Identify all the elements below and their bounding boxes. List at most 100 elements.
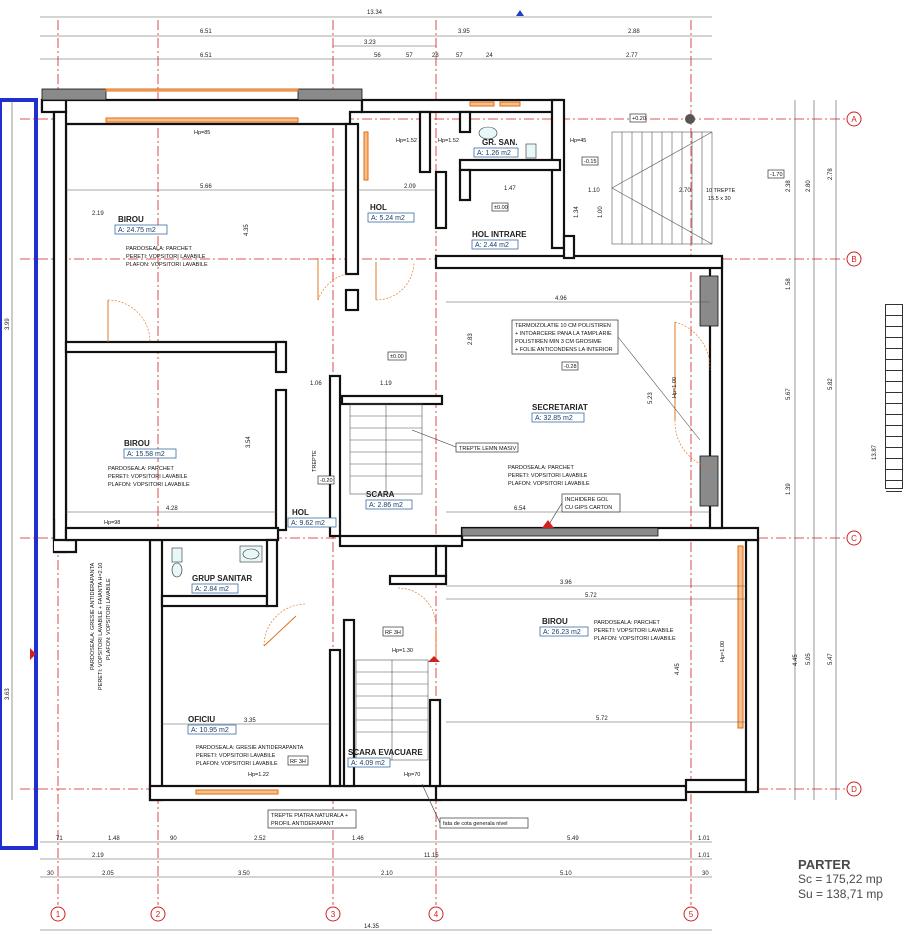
grid-bubble-1: 1 — [50, 906, 66, 922]
room-finish: PLAFON: VOPSITORI LAVABILE — [108, 482, 190, 488]
room-area: A: 2.44 m2 — [475, 242, 509, 249]
plan-summary: PARTER Sc = 175,22 mp Su = 138,71 mp — [798, 857, 883, 902]
room-area: A: 5.24 m2 — [371, 215, 405, 222]
plan-title: PARTER — [798, 857, 851, 872]
grid-bubble-a: A — [846, 111, 862, 127]
grid-bubble-2: 2 — [150, 906, 166, 922]
room-area: A: 24.75 m2 — [118, 227, 156, 234]
svg-text:+ FOLIE ANTICONDENS LA INTERIO: + FOLIE ANTICONDENS LA INTERIOR — [515, 347, 613, 353]
svg-text:2.10: 2.10 — [381, 871, 393, 877]
grid-bubble-d: D — [846, 781, 862, 797]
svg-text:5.72: 5.72 — [596, 716, 608, 722]
svg-text:1.58: 1.58 — [786, 278, 792, 290]
grid-bubble-b: B — [846, 251, 862, 267]
svg-text:Hp=1.30: Hp=1.30 — [392, 648, 413, 654]
toilet-icon — [525, 143, 537, 159]
svg-text:Hp=1.00: Hp=1.00 — [672, 377, 678, 398]
svg-text:Hp=1.00: Hp=1.00 — [720, 641, 726, 662]
svg-text:1.19: 1.19 — [380, 381, 392, 387]
svg-text:2.05: 2.05 — [102, 871, 114, 877]
top-dimensions: 13.34 6.51 3.95 2.88 3.23 6.51 56 57 28 … — [40, 10, 712, 60]
svg-text:4.45: 4.45 — [675, 663, 681, 675]
closure-note: INCHIDERE GOL CU GIPS CARTON — [547, 493, 621, 527]
svg-text:Hp=70: Hp=70 — [404, 772, 420, 778]
rf3h-tag: RF 3H — [287, 755, 309, 766]
svg-text:15.5 x 30: 15.5 x 30 — [708, 196, 731, 202]
svg-text:TREPTE LEMN MASIV: TREPTE LEMN MASIV — [459, 446, 516, 452]
room-area: A: 4.09 m2 — [351, 760, 385, 767]
svg-text:4.35: 4.35 — [244, 224, 250, 236]
su-area: Su = 138,71 mp — [798, 887, 884, 901]
right-dimensions: 2.38 2.80 2.78 1.58 5.67 5.82 13.87 1.39… — [786, 100, 878, 800]
room-finish: PLAFON: VOPSITORI LAVABILE — [126, 262, 208, 268]
svg-text:+ INTOARCERE PANA LA TAMPLARIE: + INTOARCERE PANA LA TAMPLARIE — [515, 331, 612, 337]
area-box — [539, 626, 589, 637]
svg-text:2.78: 2.78 — [828, 168, 834, 180]
svg-text:Hp=1.52: Hp=1.52 — [438, 138, 459, 144]
svg-text:5.66: 5.66 — [200, 184, 212, 190]
room-name: SCARA — [366, 490, 395, 499]
svg-text:1.10: 1.10 — [588, 188, 600, 194]
svg-text:11.15: 11.15 — [424, 853, 439, 859]
room-finish: PERETI: VOPSITORI LAVABILE — [594, 628, 674, 634]
svg-text:5.82: 5.82 — [828, 378, 834, 390]
area-box — [287, 517, 337, 528]
svg-text:INCHIDERE GOL: INCHIDERE GOL — [565, 497, 608, 503]
room-name: BIROU — [118, 215, 144, 224]
room-finish: PERETI: VOPSITORI LAVABILE — [508, 473, 588, 479]
svg-text:71: 71 — [56, 836, 63, 842]
svg-text:PERETI: VOPSITORI LAVABILE + F: PERETI: VOPSITORI LAVABILE + FAIANTA H=2… — [98, 563, 104, 690]
svg-text:1.01: 1.01 — [698, 836, 710, 842]
sink-icon — [478, 126, 498, 140]
area-box — [367, 212, 415, 223]
svg-text:RF 3H: RF 3H — [290, 759, 306, 765]
svg-text:3.63: 3.63 — [5, 688, 11, 700]
svg-text:-0.15: -0.15 — [584, 159, 597, 165]
svg-text:24: 24 — [486, 53, 493, 59]
room-name: GR. SAN. — [482, 138, 518, 147]
selection-frame — [0, 98, 38, 850]
svg-text:13.34: 13.34 — [367, 10, 383, 16]
room-name: OFICIU — [188, 715, 215, 724]
svg-text:+0.20: +0.20 — [632, 116, 646, 122]
stair-wood-note: TREPTE LEMN MASIV — [411, 429, 519, 453]
room-name: BIROU — [542, 617, 568, 626]
interior-walls — [64, 110, 562, 788]
svg-text:57: 57 — [406, 53, 413, 59]
svg-text:A: A — [851, 115, 857, 124]
room-area: A: 2.84 m2 — [195, 586, 229, 593]
svg-text:30: 30 — [702, 871, 709, 877]
room-area: A: 32.85 m2 — [535, 415, 573, 422]
room-name: GRUP SANITAR — [192, 574, 252, 583]
svg-text:5.47: 5.47 — [828, 653, 834, 665]
legend-table — [885, 304, 903, 492]
grid-bubble-3: 3 — [325, 906, 341, 922]
svg-text:RF 3H: RF 3H — [385, 630, 401, 636]
svg-text:2: 2 — [156, 910, 161, 919]
svg-text:POLISTIREN MIN 3 CM GROSIME: POLISTIREN MIN 3 CM GROSIME — [515, 339, 602, 345]
svg-text:30: 30 — [47, 871, 54, 877]
svg-text:Hp=1.22: Hp=1.22 — [248, 772, 269, 778]
svg-text:57: 57 — [456, 53, 463, 59]
hatch-column — [41, 88, 107, 101]
svg-text:5.23: 5.23 — [648, 392, 654, 404]
hatch-column — [699, 455, 719, 507]
svg-text:1.48: 1.48 — [108, 836, 120, 842]
svg-text:PARDOSEALA: GRESIE ANTIDERAPAN: PARDOSEALA: GRESIE ANTIDERAPANTA — [90, 562, 96, 670]
svg-text:C: C — [851, 534, 857, 543]
level-note: fata de cota generala nivel — [421, 783, 529, 829]
svg-text:1.06: 1.06 — [310, 381, 322, 387]
area-box — [114, 224, 168, 235]
level-marks: ±0.00 -0.28 +0.20 -0.15 -1.70 -0.20 ±0.0… — [317, 113, 785, 485]
svg-text:Hp=98: Hp=98 — [104, 520, 120, 526]
svg-text:3.95: 3.95 — [458, 29, 470, 35]
exterior-stairs-label: 10 TREPTE 15.5 x 30 — [706, 188, 736, 202]
svg-text:±0.00: ±0.00 — [390, 354, 404, 360]
svg-text:TERMOIZOLATIE 10 CM POLISTIREN: TERMOIZOLATIE 10 CM POLISTIREN — [515, 323, 611, 329]
svg-text:56: 56 — [374, 53, 381, 59]
grid-bubble-4: 4 — [428, 906, 444, 922]
room-finish: PLAFON: VOPSITORI LAVABILE — [594, 636, 676, 642]
svg-text:1.00: 1.00 — [598, 206, 604, 218]
side-finish-note: PARDOSEALA: GRESIE ANTIDERAPANTA PERETI:… — [90, 562, 112, 690]
room-area: A: 10.95 m2 — [191, 727, 229, 734]
